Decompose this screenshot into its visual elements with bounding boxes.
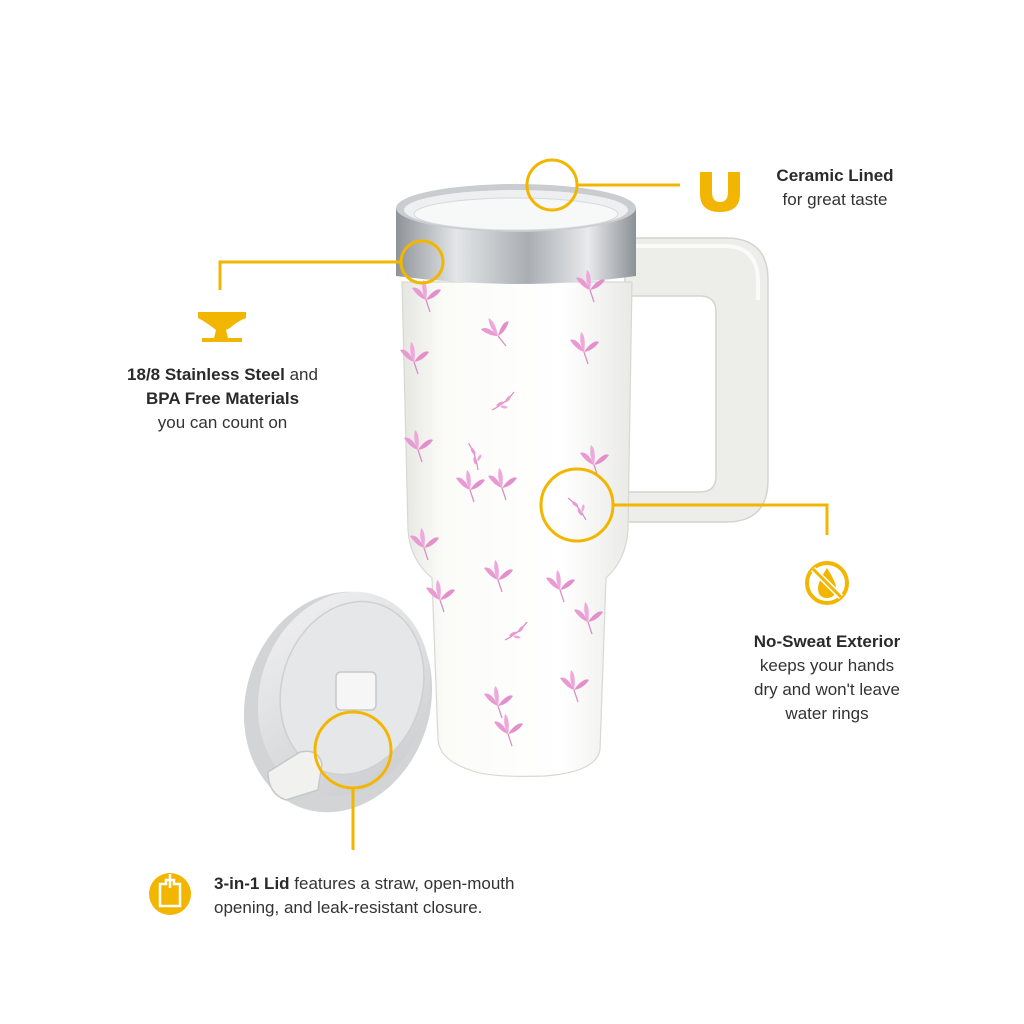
steel-rim bbox=[396, 184, 636, 284]
no-drop-icon bbox=[805, 561, 849, 605]
ceramic-desc: for great taste bbox=[782, 190, 888, 209]
sweat-desc-3: water rings bbox=[785, 704, 869, 723]
anvil-icon bbox=[198, 312, 246, 342]
lid-desc-1: features a straw, open-mouth bbox=[289, 874, 515, 893]
callout-lines bbox=[218, 158, 829, 850]
steel-desc: you can count on bbox=[157, 413, 288, 432]
lid-icon bbox=[149, 873, 191, 915]
tumbler bbox=[396, 184, 769, 777]
sweat-feature: No-Sweat Exterior keeps your hands dry a… bbox=[727, 630, 927, 726]
ceramic-title: Ceramic Lined bbox=[776, 166, 894, 185]
steel-feature: 18/8 Stainless Steel and BPA Free Materi… bbox=[100, 363, 345, 435]
tumbler-body bbox=[401, 281, 633, 777]
lid-desc-2: opening, and leak-resistant closure. bbox=[214, 898, 483, 917]
sweat-title: No-Sweat Exterior bbox=[753, 632, 901, 651]
steel-title: 18/8 Stainless Steel bbox=[127, 365, 285, 384]
tumbler-lid bbox=[243, 591, 433, 813]
steel-title2: BPA Free Materials bbox=[145, 389, 300, 408]
sweat-desc-1: keeps your hands bbox=[759, 656, 895, 675]
lid-title: 3-in-1 Lid bbox=[214, 874, 290, 893]
sweat-desc-2: dry and won't leave bbox=[754, 680, 900, 699]
lid-feature: 3-in-1 Lid features a straw, open-mouth … bbox=[214, 872, 594, 920]
ceramic-feature: Ceramic Lined for great taste bbox=[750, 164, 920, 212]
tumbler-handle bbox=[611, 237, 769, 523]
u-shape-icon bbox=[700, 172, 740, 212]
steel-title-suffix: and bbox=[284, 365, 318, 384]
